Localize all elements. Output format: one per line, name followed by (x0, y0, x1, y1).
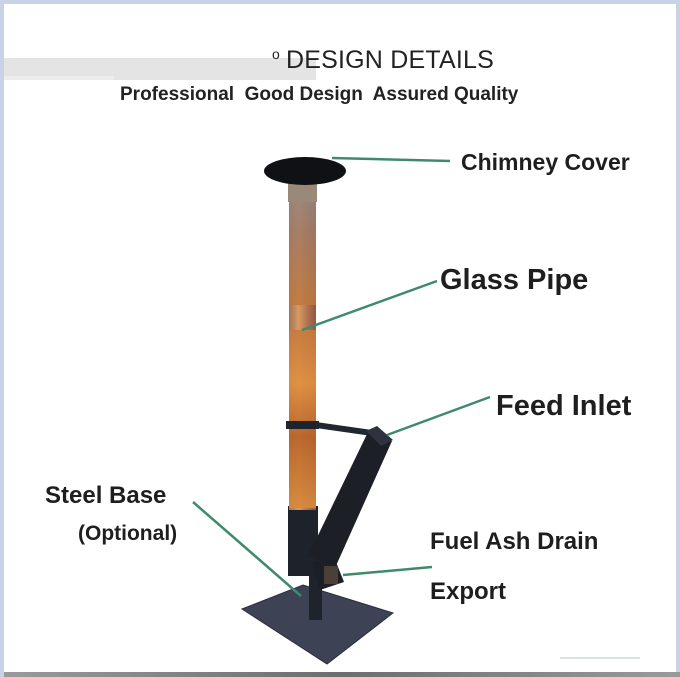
header-decor-band (4, 58, 316, 80)
glass-pipe-flame (289, 330, 316, 508)
leader-chimney-cover (331, 156, 451, 163)
leader-glass-pipe (301, 279, 438, 332)
section-title-text: DESIGN DETAILS (286, 46, 494, 74)
bottom-edge-strip (0, 672, 680, 677)
section-title: o DESIGN DETAILS (272, 46, 494, 75)
bullet-icon: o (272, 46, 280, 62)
section-subtitle: Professional Good Design Assured Quality (120, 84, 519, 105)
label-glass-pipe: Glass Pipe (440, 264, 589, 296)
leader-feed-inlet (386, 395, 491, 437)
label-fuel-ash-drain: Fuel Ash Drain (430, 528, 599, 555)
header-decor-band-lower (4, 76, 114, 80)
label-export: Export (430, 578, 507, 605)
product-diagram-canvas: o DESIGN DETAILS Professional Good Design… (4, 4, 676, 672)
leader-fuel-ash-drain (342, 565, 433, 577)
label-steel-base: Steel Base (45, 482, 167, 509)
leader-steel-base (192, 501, 302, 597)
glass-pipe-upper (289, 185, 316, 305)
label-feed-inlet: Feed Inlet (496, 390, 632, 422)
feed-inlet-tube (308, 432, 392, 568)
label-chimney-cover: Chimney Cover (461, 149, 630, 175)
chimney-collar (288, 180, 317, 202)
label-steel-base-note: (Optional) (78, 522, 178, 545)
stove-illustration (192, 156, 491, 665)
ash-drain-opening (324, 566, 338, 584)
feed-inlet-top (366, 426, 393, 446)
chimney-cover (264, 157, 346, 185)
decor-line (560, 657, 640, 659)
support-arm (316, 422, 372, 436)
pipe-clamp (286, 421, 319, 429)
steel-base-plate (240, 584, 395, 665)
